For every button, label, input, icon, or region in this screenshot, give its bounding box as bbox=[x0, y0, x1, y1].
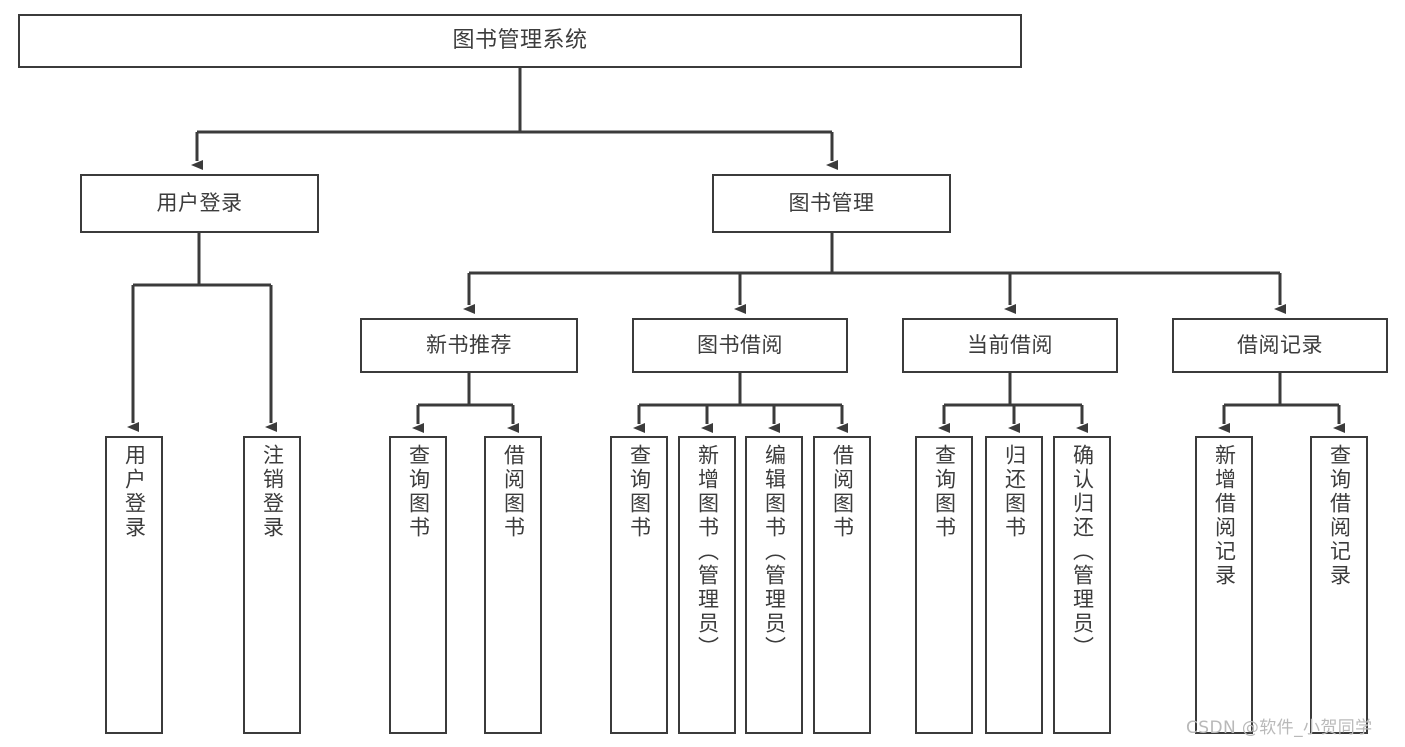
node-leaf-query-book-3[interactable]: 查询图书 bbox=[915, 436, 973, 734]
node-leaf-return-book[interactable]: 归还图书 bbox=[985, 436, 1043, 734]
node-label: 借阅图书 bbox=[501, 444, 526, 540]
node-label: 查询图书 bbox=[627, 444, 652, 540]
node-label: 用户登录 bbox=[122, 444, 147, 540]
node-leaf-add-book[interactable]: 新增图书（管理员） bbox=[678, 436, 736, 734]
node-leaf-borrow-book-2[interactable]: 借阅图书 bbox=[813, 436, 871, 734]
node-label: 查询借阅记录 bbox=[1327, 444, 1352, 588]
node-label: 新增图书（管理员） bbox=[695, 444, 720, 660]
node-label: 借阅记录 bbox=[1237, 333, 1323, 358]
node-leaf-confirm-return[interactable]: 确认归还（管理员） bbox=[1053, 436, 1111, 734]
node-label: 确认归还（管理员） bbox=[1070, 444, 1095, 660]
node-label: 图书管理系统 bbox=[452, 28, 588, 54]
node-leaf-user-login[interactable]: 用户登录 bbox=[105, 436, 163, 734]
node-leaf-query-book-1[interactable]: 查询图书 bbox=[389, 436, 447, 734]
node-book-borrow[interactable]: 图书借阅 bbox=[632, 318, 848, 373]
node-label: 新增借阅记录 bbox=[1212, 444, 1237, 588]
node-label: 用户登录 bbox=[156, 191, 243, 216]
node-current-borrow[interactable]: 当前借阅 bbox=[902, 318, 1118, 373]
node-leaf-query-borrow-record[interactable]: 查询借阅记录 bbox=[1310, 436, 1368, 734]
node-label: 编辑图书（管理员） bbox=[762, 444, 787, 660]
node-book-management[interactable]: 图书管理 bbox=[712, 174, 951, 233]
node-root-book-management-system[interactable]: 图书管理系统 bbox=[18, 14, 1022, 68]
node-label: 借阅图书 bbox=[830, 444, 855, 540]
node-leaf-logout[interactable]: 注销登录 bbox=[243, 436, 301, 734]
node-label: 注销登录 bbox=[260, 444, 285, 540]
node-label: 新书推荐 bbox=[426, 333, 512, 358]
node-leaf-query-book-2[interactable]: 查询图书 bbox=[610, 436, 668, 734]
node-borrow-record[interactable]: 借阅记录 bbox=[1172, 318, 1388, 373]
node-label: 图书管理 bbox=[788, 191, 875, 216]
node-label: 图书借阅 bbox=[697, 333, 783, 358]
node-label: 查询图书 bbox=[932, 444, 957, 540]
node-new-book-recommend[interactable]: 新书推荐 bbox=[360, 318, 578, 373]
node-user-login[interactable]: 用户登录 bbox=[80, 174, 319, 233]
node-label: 查询图书 bbox=[406, 444, 431, 540]
csdn-watermark: CSDN @软件_小贺同学 bbox=[1186, 718, 1373, 738]
node-leaf-add-borrow-record[interactable]: 新增借阅记录 bbox=[1195, 436, 1253, 734]
node-label: 归还图书 bbox=[1002, 444, 1027, 540]
node-label: 当前借阅 bbox=[967, 333, 1053, 358]
node-leaf-borrow-book-1[interactable]: 借阅图书 bbox=[484, 436, 542, 734]
node-leaf-edit-book[interactable]: 编辑图书（管理员） bbox=[745, 436, 803, 734]
